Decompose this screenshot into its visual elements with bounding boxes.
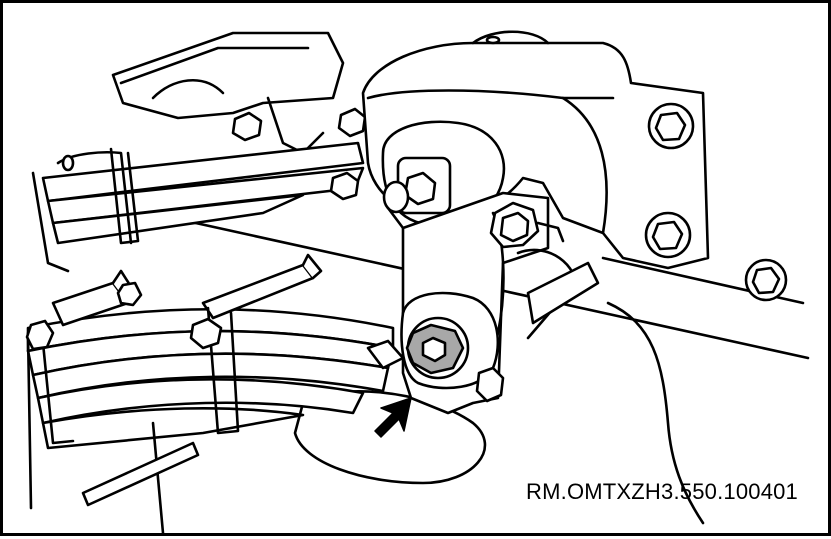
u-bolt-nut — [189, 317, 223, 350]
bolt-end — [421, 336, 447, 363]
pointer-arrow-icon — [374, 397, 412, 438]
u-bolts — [25, 253, 323, 445]
upper-spring-bracket — [111, 31, 345, 155]
lower-shackle-eye — [366, 291, 505, 403]
u-bolt-nut — [25, 319, 55, 351]
leaf-spring-shackle-illustration — [25, 30, 810, 535]
u-bolt-nut — [116, 281, 143, 307]
lower-leaf-spring — [26, 307, 395, 535]
shackle-upper-nut — [489, 201, 565, 249]
hanger-bolts — [644, 102, 788, 302]
upper-leaf-spring — [31, 141, 365, 273]
bracket-bolts — [231, 107, 367, 201]
figure-reference-code: RM.OMTXZH3.550.100401 — [526, 479, 798, 504]
upper-shackle-pin — [381, 120, 506, 230]
spring-seat-disc — [293, 390, 487, 485]
